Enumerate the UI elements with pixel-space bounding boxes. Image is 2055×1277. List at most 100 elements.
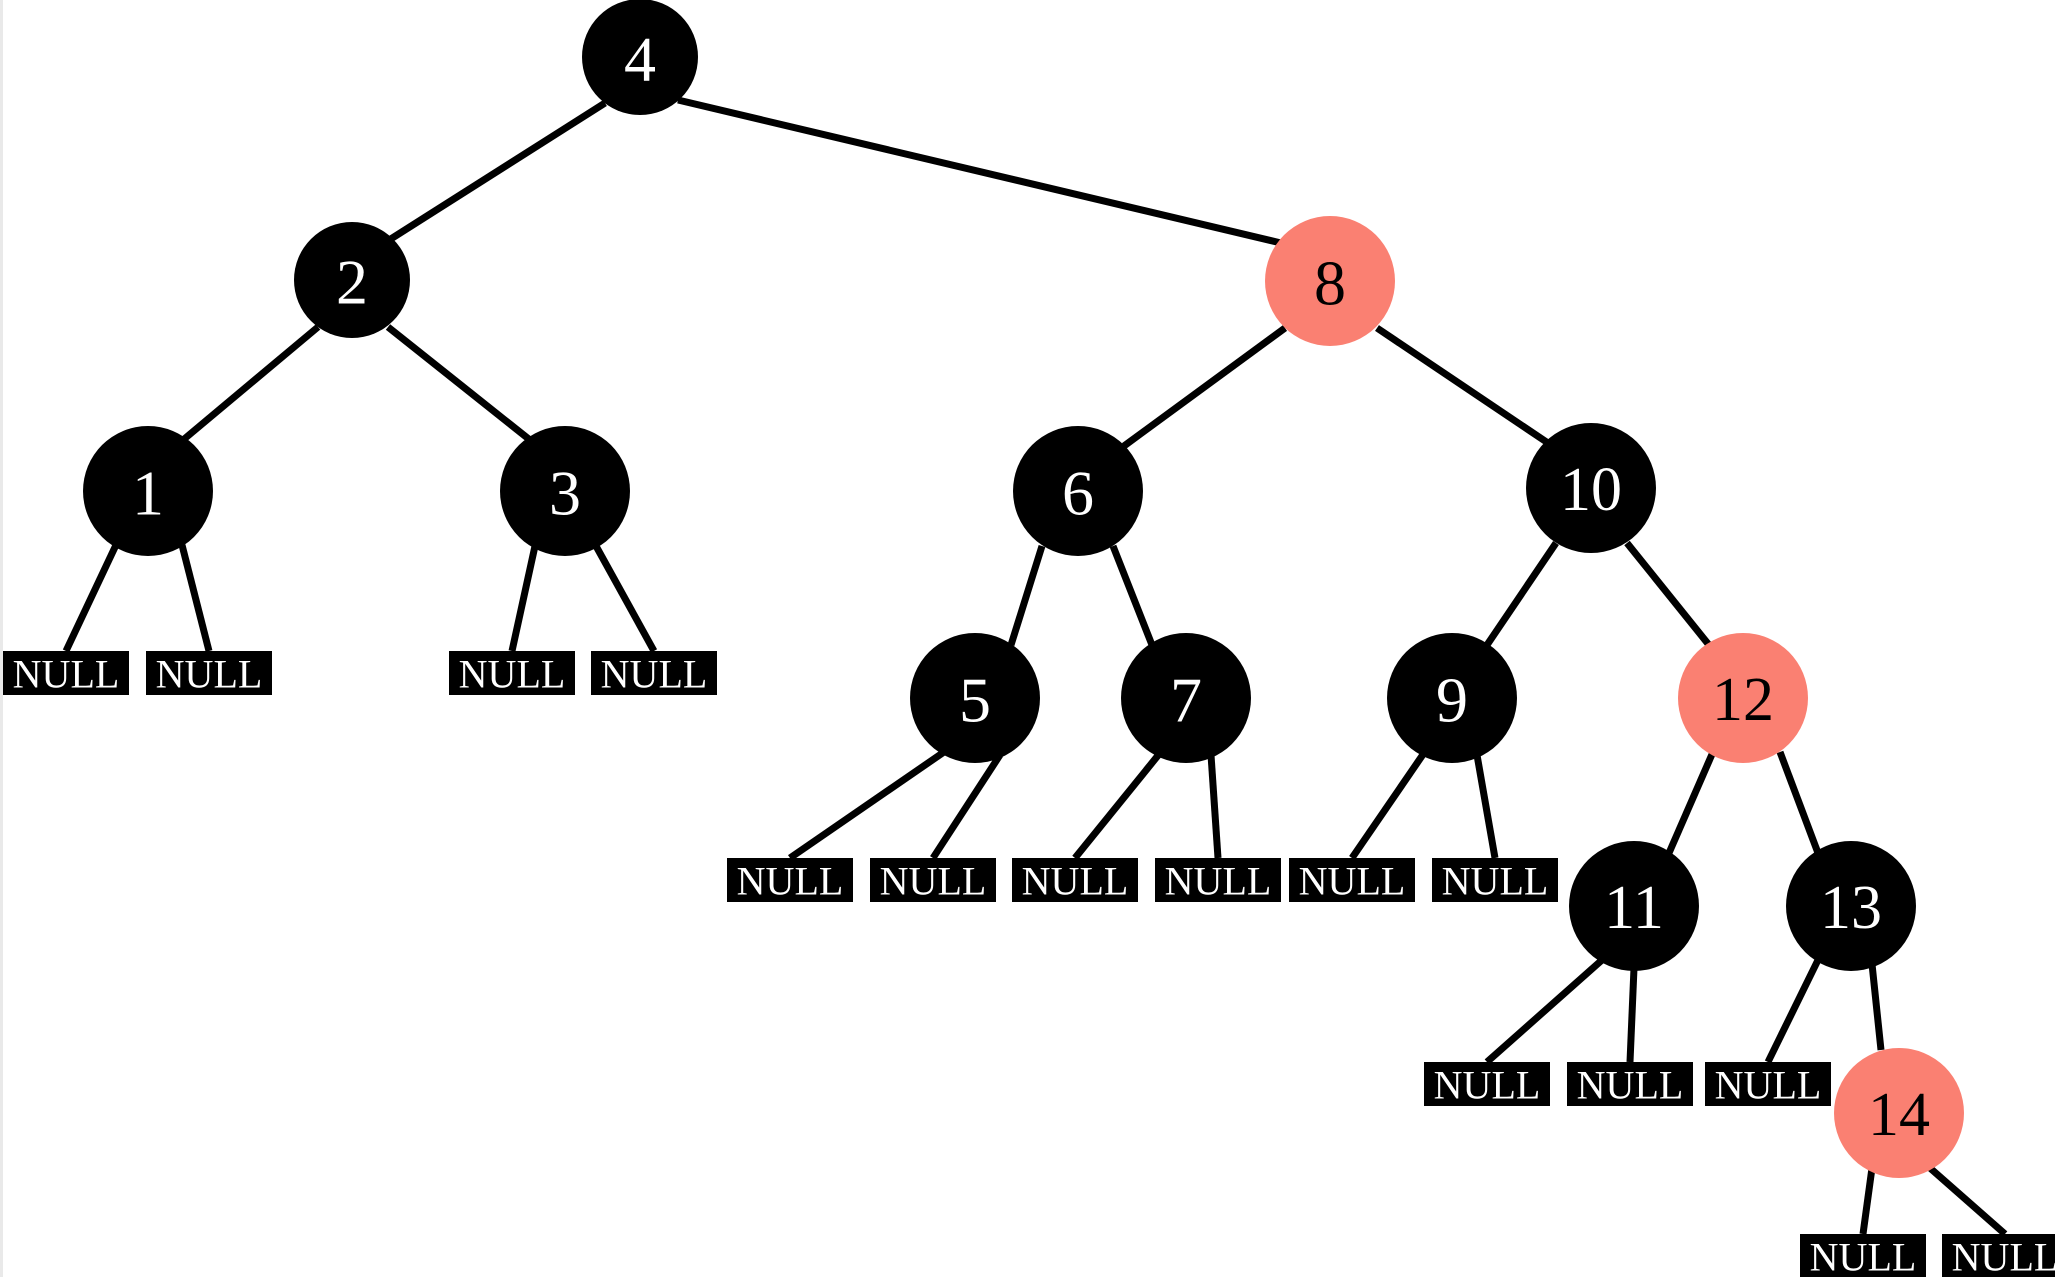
null-leaf-label: NULL [1952,1235,2055,1277]
null-leaf-box [1432,858,1558,902]
tree-edge [384,100,607,245]
null-leaf-label: NULL [1022,859,1129,904]
tree-edge [1007,544,1046,647]
tree-edge [592,544,658,653]
red-node-circle [1265,216,1395,346]
tree-node-label: 2 [336,247,368,318]
tree-edge [1484,541,1559,647]
null-leaf-box [3,651,129,695]
tree-node: 5 [910,633,1040,763]
null-leaf-box [1800,1234,1926,1277]
tree-node: 7 [1121,633,1251,763]
black-node-circle [500,426,630,556]
tree-edge [1473,754,1499,859]
null-leaf-label: NULL [1434,1063,1541,1108]
tree-edge [1375,325,1550,446]
tree-edge [677,96,1282,247]
tree-edge [180,324,321,443]
tree-edge [1868,963,1885,1051]
null-leaf: NULL [1155,858,1281,904]
black-node-circle [1121,633,1251,763]
tree-node: 12 [1678,633,1808,763]
null-leaf: NULL [3,651,129,697]
tree-node: 14 [1834,1048,1964,1178]
null-leaf-box [870,858,996,902]
tree-node-label: 3 [549,458,581,529]
tree-edge [1626,967,1638,1063]
tree-node-label: 4 [624,24,656,95]
null-leaf: NULL [727,858,853,904]
tree-edge [1484,957,1605,1065]
null-leaf-box [1155,858,1281,902]
tree-node-label: 8 [1314,248,1346,319]
black-node-circle [1387,633,1517,763]
black-node-circle [294,222,410,338]
tree-edge [788,749,946,861]
null-leaf-label: NULL [1165,859,1272,904]
null-leaf-label: NULL [459,652,566,697]
tree-node: 1 [83,426,213,556]
null-leaf-label: NULL [1577,1063,1684,1108]
tree-node-label: 14 [1868,1081,1930,1149]
black-node-circle [1013,426,1143,556]
tree-edge [385,324,533,443]
tree-node: 6 [1013,426,1143,556]
tree-edge [62,543,120,653]
null-leaf: NULL [591,651,717,697]
null-leaf-label: NULL [13,652,120,697]
null-leaf-label: NULL [1810,1235,1917,1277]
null-leaf-label: NULL [601,652,708,697]
null-leaf: NULL [1800,1234,1926,1277]
tree-node-label: 11 [1604,874,1664,942]
null-leaf: NULL [1424,1062,1550,1108]
null-leaf-box [591,651,717,695]
tree-node: 8 [1265,216,1395,346]
null-leaf: NULL [1012,858,1138,904]
tree-node: 11 [1569,841,1699,971]
null-leaf-box [146,651,272,695]
tree-edge [178,544,213,652]
null-leaf: NULL [1705,1062,1831,1108]
black-node-circle [1526,423,1656,553]
tree-edge [1859,1167,1876,1235]
black-node-circle [83,426,213,556]
tree-edge [1776,750,1822,855]
null-leaf-box [1012,858,1138,902]
tree-node: 3 [500,426,630,556]
null-leaf-label: NULL [1715,1063,1822,1108]
null-leaf: NULL [1567,1062,1693,1108]
tree-node-label: 6 [1062,458,1094,529]
tree-edge [1349,751,1427,860]
null-leaf: NULL [449,651,575,697]
tree-node-label: 7 [1170,665,1202,736]
tree-edge [1927,1165,2008,1237]
tree-edge [1764,958,1822,1064]
null-leaf-label: NULL [1299,859,1406,904]
null-leaf-label: NULL [880,859,987,904]
null-leaf-box [449,651,575,695]
tree-node-label: 13 [1820,874,1882,942]
null-leaf-box [1705,1062,1831,1106]
tree-edge [1121,325,1288,449]
black-node-circle [1569,841,1699,971]
tree-edge [1072,750,1163,861]
null-leaf-box [1289,858,1415,902]
null-leaf: NULL [1289,858,1415,904]
tree-edge [508,545,539,652]
black-node-circle [910,633,1040,763]
null-leaf: NULL [870,858,996,904]
null-leaf-box [1424,1062,1550,1106]
null-leaf-box [727,858,853,902]
null-leaves-layer: NULL NULL NULL NULL NULL NULL NULL NULL NULL NULL… [3,651,2055,1277]
null-leaf: NULL [146,651,272,697]
null-leaf-box [1567,1062,1693,1106]
tree-node: 4 [582,0,698,115]
red-node-circle [1678,633,1808,763]
left-edge-strip [0,0,3,1277]
tree-node: 9 [1387,633,1517,763]
tree-edge [1624,540,1712,648]
null-leaf: NULL [1432,858,1558,904]
tree-node-label: 9 [1436,665,1468,736]
null-leaf-label: NULL [1442,859,1549,904]
